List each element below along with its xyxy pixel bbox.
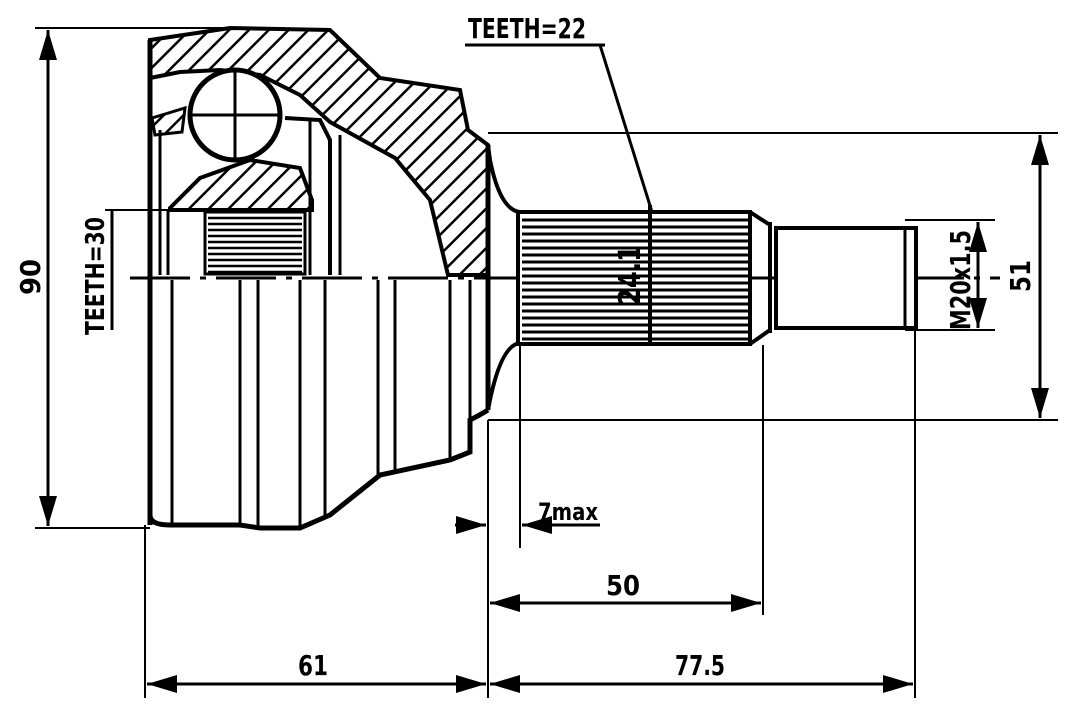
outer-spline-teeth xyxy=(522,218,748,341)
thread-label: M20x1.5 xyxy=(944,230,977,330)
height-dimension-label: 90 xyxy=(14,259,47,295)
dimension-lines xyxy=(35,27,1058,698)
teeth-outer-label: TEETH=22 xyxy=(468,12,586,45)
spline-diameter-label: 24.1 xyxy=(613,245,648,305)
joint-upper-section xyxy=(148,25,490,277)
max-dimension-label: 7max xyxy=(538,498,598,526)
inner-spline-teeth xyxy=(208,216,302,274)
shaft-length-label: 77.5 xyxy=(675,649,725,682)
teeth-inner-label: TEETH=30 xyxy=(81,217,111,335)
spline-length-label: 50 xyxy=(606,569,640,602)
shaft-diameter-label: 51 xyxy=(1004,260,1037,292)
body-length-label: 61 xyxy=(298,649,328,682)
